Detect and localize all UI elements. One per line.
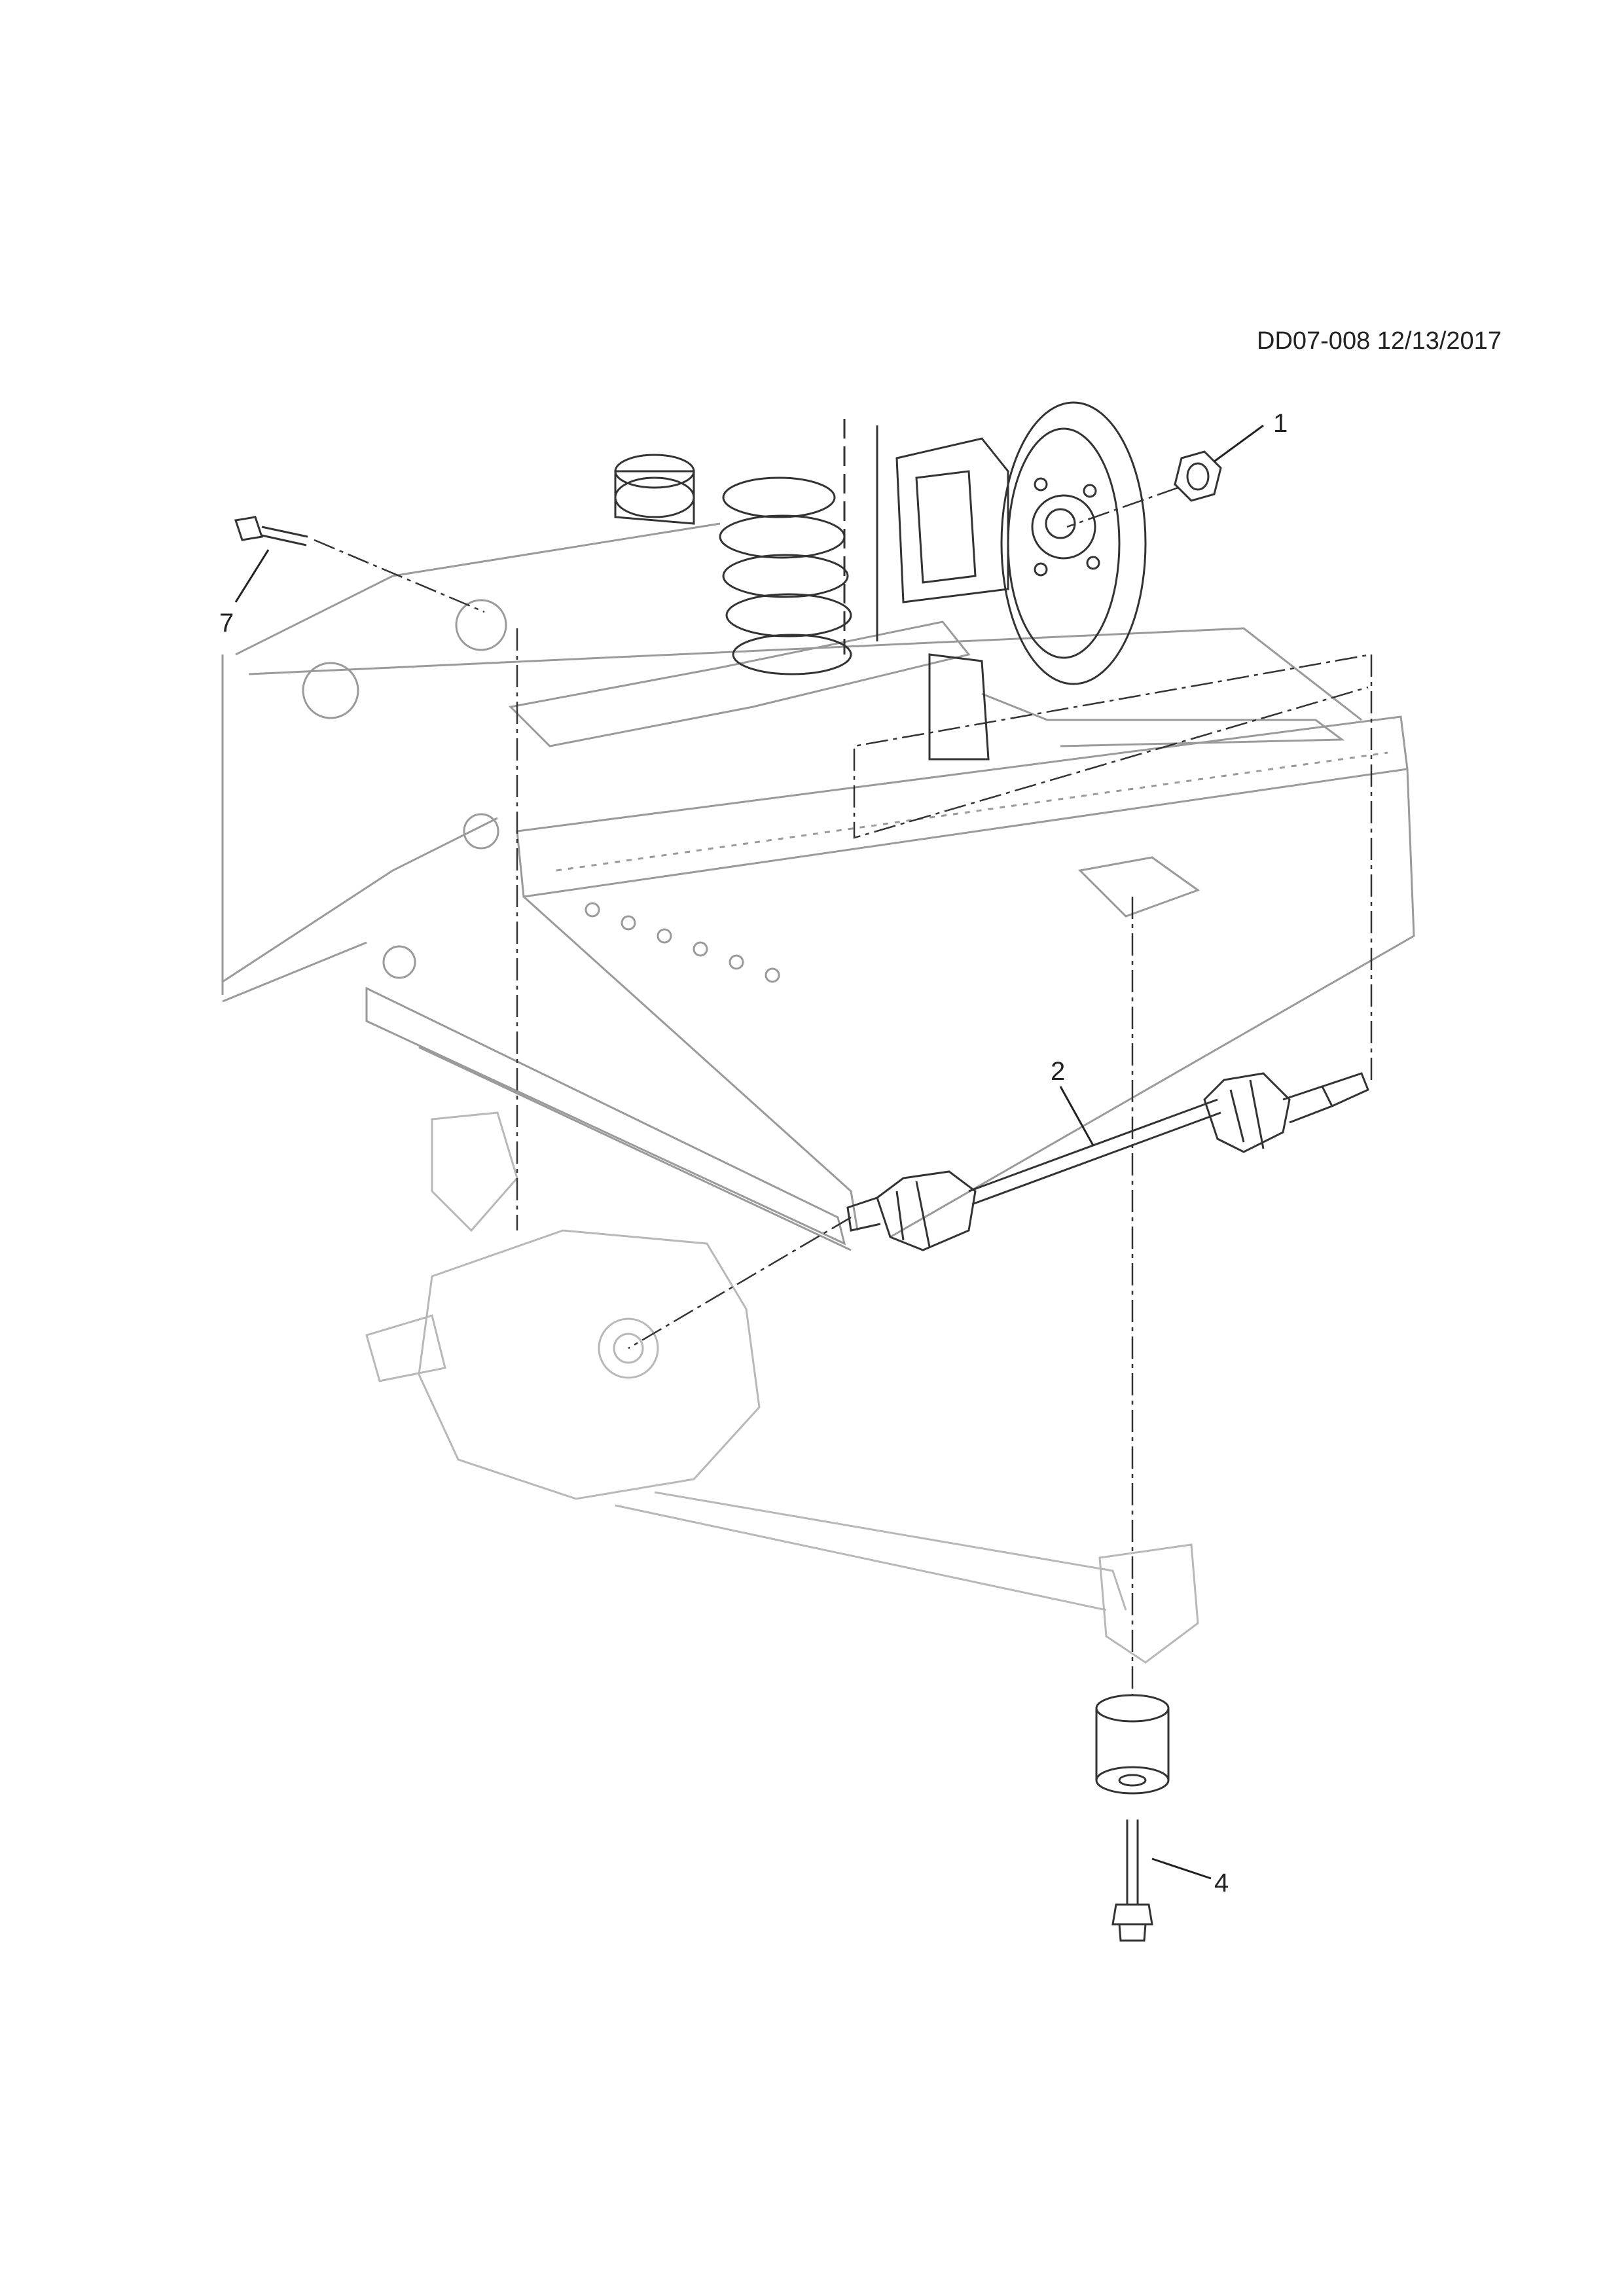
alignment-lines: [314, 486, 1373, 1695]
callout-1: 1: [1273, 409, 1288, 438]
bolt-4: [1111, 1820, 1153, 1942]
frame-structure: [221, 522, 1415, 1251]
bushing: [1095, 1694, 1170, 1795]
coil-spring: [719, 419, 878, 675]
leader-lines: [234, 424, 1264, 1880]
callout-7: 7: [219, 609, 234, 637]
nut-1: [1174, 450, 1222, 502]
upper-mount: [614, 454, 695, 525]
diagram-code: DD07-008 12/13/2017: [1257, 327, 1502, 355]
half-shaft: [846, 1072, 1369, 1251]
callout-2: 2: [1051, 1057, 1066, 1086]
callout-4: 4: [1214, 1869, 1229, 1897]
knuckle-brake-assembly: [895, 401, 1147, 761]
bolt-7: [234, 516, 308, 547]
drive-module: [365, 1111, 1199, 1664]
